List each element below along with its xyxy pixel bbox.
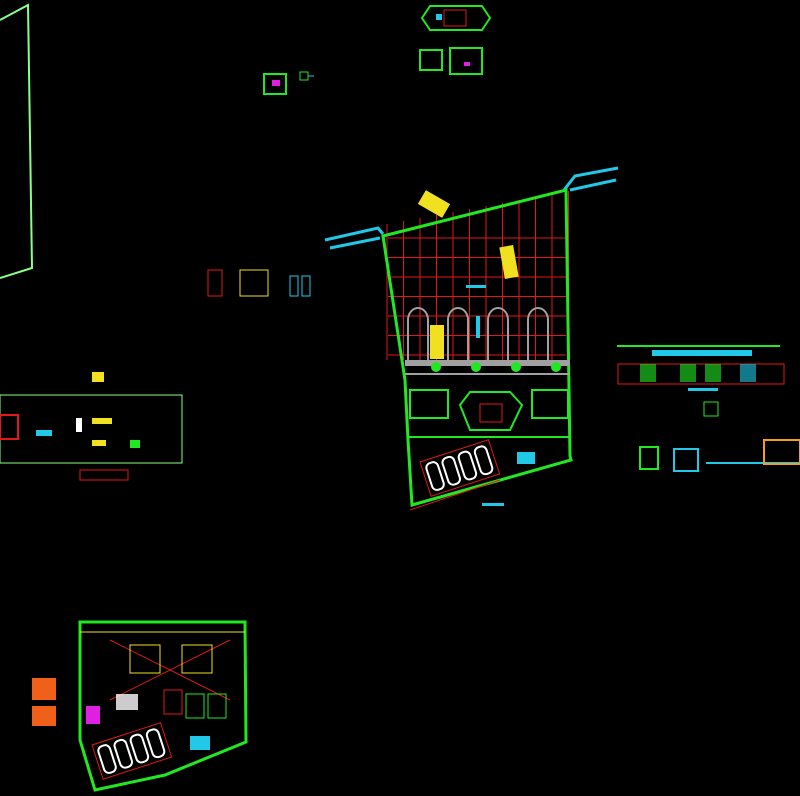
plaza-grid bbox=[386, 191, 569, 360]
parked-car bbox=[113, 738, 133, 769]
parked-car bbox=[129, 733, 150, 764]
parking-frame bbox=[91, 722, 173, 780]
pool bbox=[517, 452, 535, 464]
top-detail-block bbox=[419, 5, 492, 75]
parking-row bbox=[91, 722, 173, 780]
parked-car bbox=[145, 728, 166, 759]
parked-car bbox=[97, 744, 117, 774]
lower-floor-plan bbox=[32, 620, 248, 792]
arch bbox=[447, 307, 469, 360]
sheet-frame-left bbox=[0, 3, 34, 279]
right-elevation bbox=[617, 345, 800, 472]
parking-frame bbox=[419, 439, 501, 497]
small-detail-2 bbox=[207, 269, 311, 297]
small-detail-1 bbox=[263, 71, 314, 95]
tree bbox=[471, 362, 481, 372]
vehicle-1 bbox=[417, 190, 451, 218]
arch bbox=[527, 307, 549, 360]
road-right bbox=[562, 166, 619, 191]
parking-row bbox=[419, 439, 501, 497]
tree bbox=[431, 362, 441, 372]
arch bbox=[487, 307, 509, 360]
vehicle-2 bbox=[499, 245, 519, 279]
main-site-plan bbox=[324, 166, 619, 511]
vehicle-3 bbox=[430, 325, 444, 359]
tree bbox=[551, 362, 561, 372]
central-hall bbox=[458, 391, 524, 431]
parked-car bbox=[441, 455, 461, 486]
road-left bbox=[324, 226, 385, 242]
left-details-panel bbox=[0, 372, 183, 481]
colonnade bbox=[405, 360, 570, 366]
arch bbox=[407, 307, 429, 360]
tree bbox=[511, 362, 521, 372]
parked-car bbox=[425, 461, 445, 491]
parked-car bbox=[473, 445, 494, 476]
parked-car bbox=[457, 450, 478, 481]
